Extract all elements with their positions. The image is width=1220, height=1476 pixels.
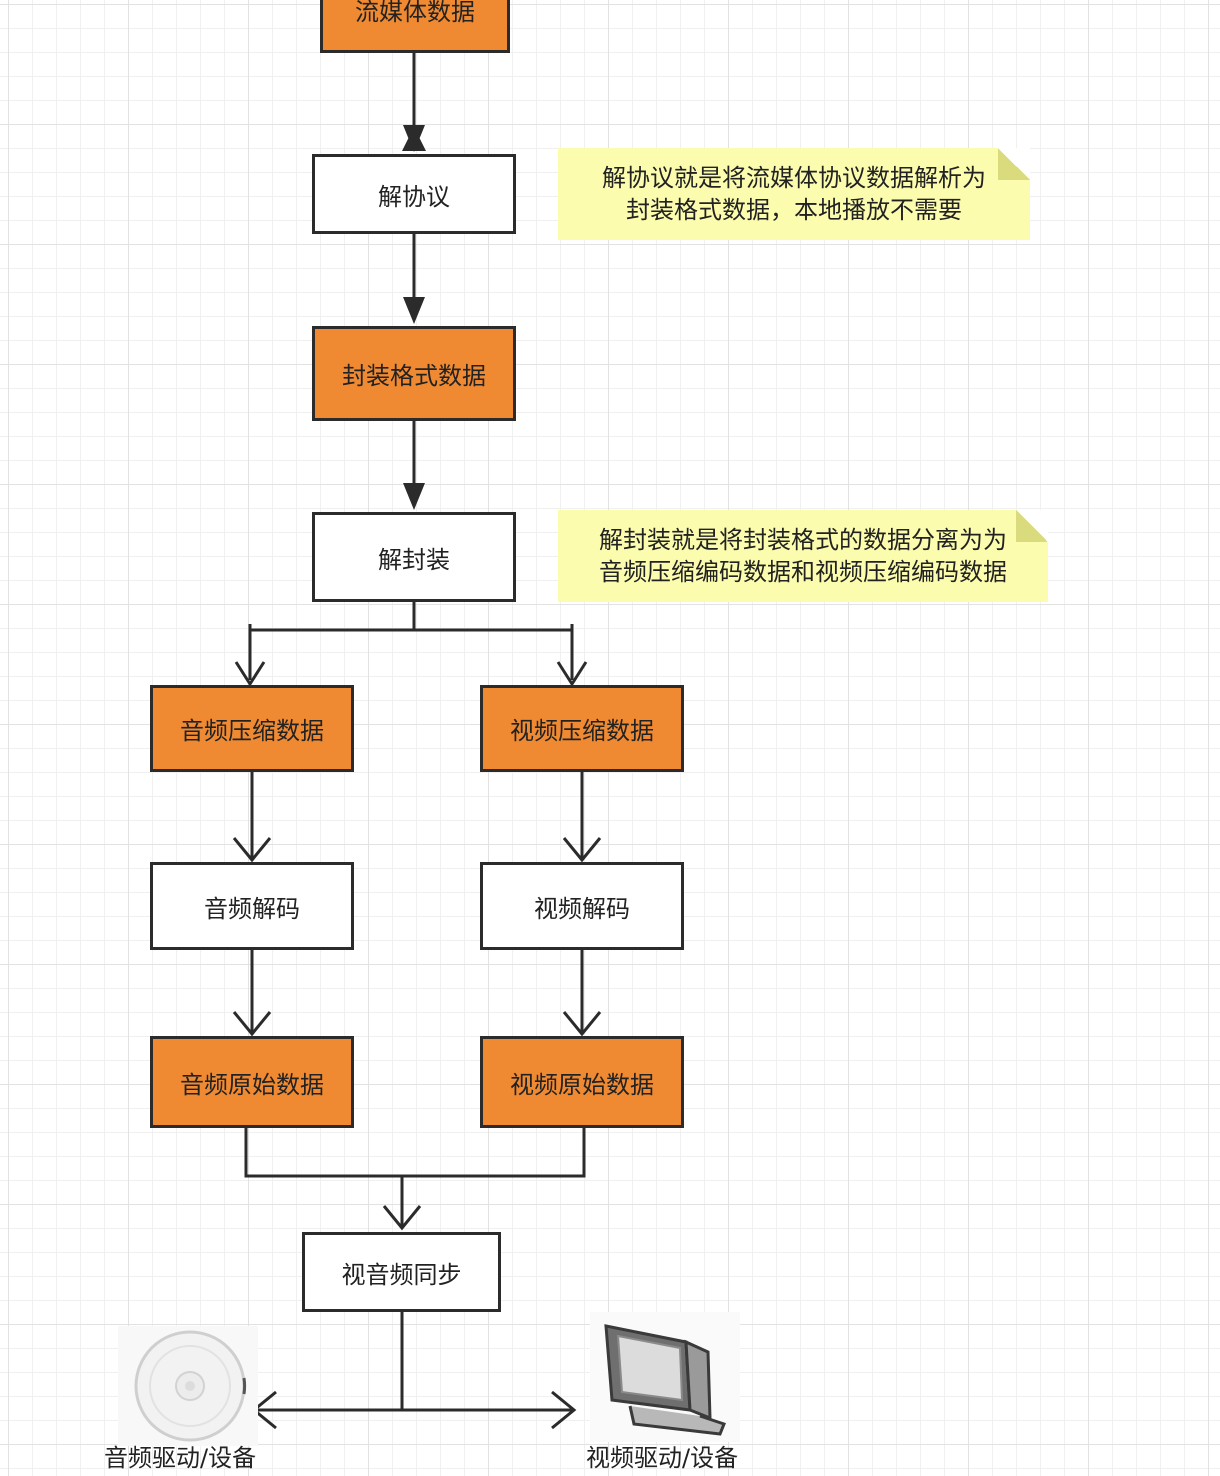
demux-node: 解封装	[312, 512, 516, 602]
audio-compressed-label: 音频压缩数据	[180, 717, 324, 745]
audio-device-label: 音频驱动/设备	[104, 1444, 257, 1472]
video-raw-label: 视频原始数据	[510, 1070, 654, 1099]
demux-note-text: 解封装就是将封装格式的数据分离为为 音频压缩编码数据和视频压缩编码数据	[599, 526, 1007, 586]
deprotocol-note-text: 解协议就是将流媒体协议数据解析为 封装格式数据，本地播放不需要	[602, 164, 986, 224]
video-compressed-label: 视频压缩数据	[510, 717, 654, 745]
demux-note: 解封装就是将封装格式的数据分离为为 音频压缩编码数据和视频压缩编码数据	[558, 510, 1048, 602]
stream-data-node: 流媒体数据	[320, 0, 510, 53]
container-data-node: 封装格式数据	[312, 326, 516, 421]
stream-data-label: 流媒体数据	[355, 0, 475, 26]
av-sync-node: 视音频同步	[302, 1232, 501, 1312]
note-fold-corner	[1016, 510, 1048, 542]
video-device-label: 视频驱动/设备	[586, 1444, 739, 1472]
deprotocol-note: 解协议就是将流媒体协议数据解析为 封装格式数据，本地播放不需要	[558, 148, 1030, 240]
speaker-disc-icon	[118, 1326, 258, 1446]
audio-raw-node: 音频原始数据	[150, 1036, 354, 1128]
monitor-icon	[590, 1312, 740, 1442]
video-decode-label: 视频解码	[534, 894, 630, 923]
container-data-label: 封装格式数据	[342, 362, 486, 390]
video-compressed-node: 视频压缩数据	[480, 685, 684, 772]
audio-decode-label: 音频解码	[204, 894, 300, 923]
audio-compressed-node: 音频压缩数据	[150, 685, 354, 772]
av-sync-label: 视音频同步	[341, 1260, 462, 1289]
edge-demux-split	[248, 600, 416, 680]
note-fold-corner	[998, 148, 1030, 180]
deprotocol-label: 解协议	[378, 182, 450, 211]
edge-raw-merge	[244, 1118, 586, 1178]
deprotocol-node: 解协议	[312, 154, 516, 234]
demux-label: 解封装	[378, 545, 450, 574]
video-decode-node: 视频解码	[480, 862, 684, 950]
audio-decode-node: 音频解码	[150, 862, 354, 950]
video-raw-node: 视频原始数据	[480, 1036, 684, 1128]
audio-raw-label: 音频原始数据	[180, 1070, 324, 1099]
